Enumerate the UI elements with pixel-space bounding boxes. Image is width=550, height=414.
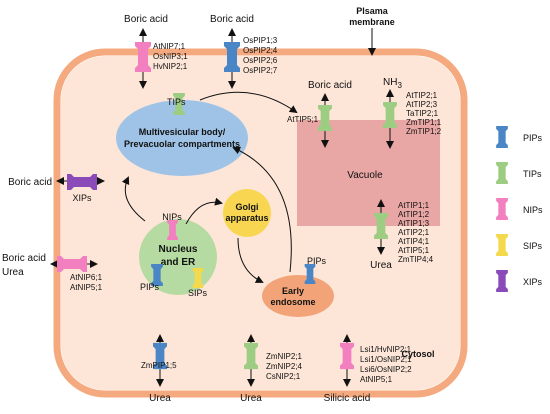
- plasma-membrane-label-2: membrane: [349, 17, 395, 27]
- legend-label-nips: NIPs: [523, 205, 543, 215]
- legend-label-xips: XIPs: [523, 277, 543, 287]
- vacuole: [297, 120, 440, 226]
- sips-label-nucleus: SIPs: [188, 288, 208, 298]
- gene-list-left-nip: AtNIP6;1 AtNIP5;1: [70, 273, 103, 292]
- silicic-acid-bottom: Silicic acid: [324, 393, 371, 404]
- xips-label: XIPs: [72, 193, 92, 203]
- legend-label-sips: SIPs: [523, 241, 543, 251]
- svg-text:ZmNIP2;4: ZmNIP2;4: [266, 362, 303, 371]
- svg-text:AtTIP5;1: AtTIP5;1: [287, 115, 319, 124]
- gene-list-vac-nh3: AtTIP2;1 AtTIP2;3 TaTIP2;1 ZmTIP1;1 ZmTI…: [406, 91, 442, 136]
- golgi-to-endosome-arrow: [237, 237, 264, 283]
- early-endosome: [262, 275, 334, 317]
- endosome-label-1: Early: [282, 286, 304, 296]
- endosome-to-mvb-arrow: [232, 146, 292, 273]
- svg-text:ZmTIP4;4: ZmTIP4;4: [398, 255, 434, 264]
- urea-nip-left: Urea: [2, 267, 24, 278]
- golgi-apparatus: [223, 189, 271, 237]
- cytosol-label: Cytosol: [401, 349, 434, 359]
- boric-acid-xip: Boric acid: [8, 177, 52, 188]
- svg-text:AtNIP5;1: AtNIP5;1: [360, 375, 393, 384]
- svg-text:ZmTIP1;2: ZmTIP1;2: [406, 127, 442, 136]
- svg-text:OsPIP2;7: OsPIP2;7: [243, 66, 278, 75]
- svg-text:AtTIP1;3: AtTIP1;3: [398, 219, 430, 228]
- svg-text:OsPIP1;3: OsPIP1;3: [243, 36, 278, 45]
- gene-list-bottom-pip: ZmPIP1;5: [141, 361, 177, 370]
- gene-list-bottom-nip: ZmNIP2;1 ZmNIP2;4 CsNIP2;1: [266, 352, 303, 381]
- cell-wall: [53, 48, 468, 398]
- urea-bottom-2: Urea: [240, 393, 262, 404]
- svg-text:AtTIP2;1: AtTIP2;1: [406, 91, 438, 100]
- svg-text:AtTIP2;3: AtTIP2;3: [406, 100, 438, 109]
- svg-text:AtTIP4;1: AtTIP4;1: [398, 237, 430, 246]
- svg-text:AtNIP5;1: AtNIP5;1: [70, 283, 103, 292]
- svg-text:CsNIP2;1: CsNIP2;1: [266, 372, 301, 381]
- mvb-label-1: Multivesicular body/: [139, 127, 226, 137]
- svg-text:OsNIP3;1: OsNIP3;1: [153, 52, 188, 61]
- svg-text:AtTIP1;2: AtTIP1;2: [398, 210, 430, 219]
- svg-text:AtTIP2;1: AtTIP2;1: [398, 228, 430, 237]
- nucleus-to-mvb-arrow: [121, 176, 146, 222]
- svg-text:OsPIP2;6: OsPIP2;6: [243, 56, 278, 65]
- mvb-to-vacuole-arrow: [199, 91, 298, 114]
- svg-text:HvNIP2;1: HvNIP2;1: [153, 62, 188, 71]
- svg-text:Lsi1/HvNIP2;1: Lsi1/HvNIP2;1: [360, 345, 412, 354]
- vacuole-label: Vacuole: [347, 170, 383, 181]
- gene-list-vac-urea: AtTIP1;1 AtTIP1;2 AtTIP1;3 AtTIP2;1 AtTI…: [398, 201, 434, 264]
- nucleus-to-golgi-arrow: [185, 197, 223, 225]
- pips-legend-icon: [496, 126, 508, 148]
- nips-label-nucleus: NIPs: [162, 212, 182, 222]
- gene-list-bottom-silicic: Lsi1/HvNIP2;1 Lsi1/OsNIP2;1 Lsi6/OsNIP2;…: [360, 345, 412, 384]
- golgi-label-2: apparatus: [225, 213, 268, 223]
- pips-label-endosome: PIPs: [307, 256, 327, 266]
- urea-vacuole: Urea: [370, 260, 392, 271]
- svg-text:AtNIP7;1: AtNIP7;1: [153, 42, 186, 51]
- legend-label-pips: PIPs: [523, 133, 543, 143]
- svg-text:ZmTIP1;1: ZmTIP1;1: [406, 118, 442, 127]
- endosome-label-2: endosome: [270, 297, 315, 307]
- nucleus-label-2: and ER: [161, 257, 196, 268]
- pips-label-nucleus: PIPs: [140, 282, 160, 292]
- golgi-label-1: Golgi: [236, 202, 259, 212]
- mvb-label-2: Prevacuolar compartments: [124, 139, 240, 149]
- svg-text:AtTIP5;1: AtTIP5;1: [398, 246, 430, 255]
- svg-text:AtTIP1;1: AtTIP1;1: [398, 201, 430, 210]
- legend-label-tips: TIPs: [523, 169, 542, 179]
- urea-bottom-1: Urea: [149, 393, 171, 404]
- boric-acid-vacuole: Boric acid: [308, 80, 352, 91]
- svg-text:ZmNIP2;1: ZmNIP2;1: [266, 352, 303, 361]
- boric-acid-top-left: Boric acid: [124, 14, 168, 25]
- sips-legend-icon: [496, 234, 508, 256]
- gene-list-top-left: AtNIP7;1 OsNIP3;1 HvNIP2;1: [153, 42, 188, 71]
- plasma-membrane-label-1: Plsama: [356, 6, 389, 16]
- nips-legend-icon: [496, 198, 508, 220]
- svg-text:Lsi6/OsNIP2;2: Lsi6/OsNIP2;2: [360, 365, 412, 374]
- tips-label-mvb: TIPs: [167, 97, 186, 107]
- svg-text:Lsi1/OsNIP2;1: Lsi1/OsNIP2;1: [360, 355, 412, 364]
- svg-text:OsPIP2;4: OsPIP2;4: [243, 46, 278, 55]
- boric-acid-top-mid: Boric acid: [210, 14, 254, 25]
- tips-legend-icon: [496, 162, 508, 184]
- gene-list-top-mid: OsPIP1;3 OsPIP2;4 OsPIP2;6 OsPIP2;7: [243, 36, 278, 75]
- svg-text:AtNIP6;1: AtNIP6;1: [70, 273, 103, 282]
- boric-acid-nip-left: Boric acid: [2, 253, 46, 264]
- trafficking-arrows: [121, 91, 298, 283]
- xips-legend-icon: [496, 270, 508, 292]
- svg-text:ZmPIP1;5: ZmPIP1;5: [141, 361, 177, 370]
- nucleus-label-1: Nucleus: [159, 244, 198, 255]
- svg-text:TaTIP2;1: TaTIP2;1: [406, 109, 439, 118]
- nh3-label: NH3: [383, 77, 402, 90]
- multivesicular-body: [116, 100, 248, 176]
- gene-list-vac-boric: AtTIP5;1: [287, 115, 319, 124]
